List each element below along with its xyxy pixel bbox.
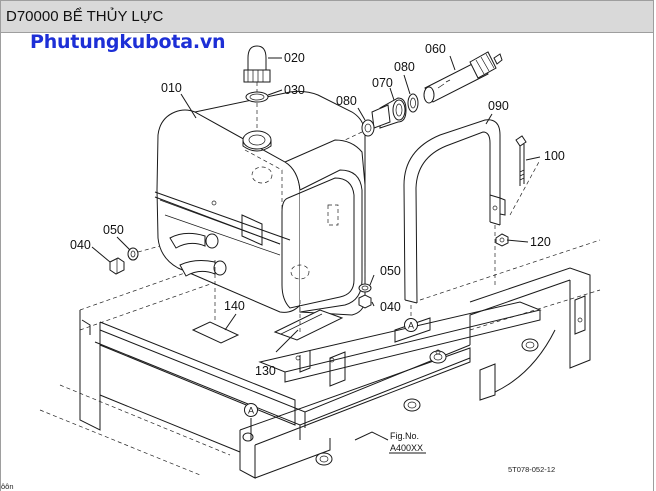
pad-130 (273, 309, 344, 341)
callout-040-right: 040 (380, 300, 401, 314)
callout-120: 120 (530, 235, 551, 249)
svg-text:A: A (248, 406, 254, 416)
plug-040-right (358, 294, 372, 309)
frame-assembly (39, 239, 601, 479)
svg-text:Fig.No.: Fig.No. (390, 431, 419, 441)
brand-watermark[interactable]: Phutungkubota.vn (30, 31, 226, 53)
diagram-frame (0, 33, 654, 491)
filler-cap (243, 45, 271, 130)
pad-140 (191, 321, 240, 344)
callout-030: 030 (284, 83, 305, 97)
callout-020: 020 (284, 51, 305, 65)
leader-lines (91, 55, 541, 441)
callout-010: 010 (161, 81, 182, 95)
callout-040-left: 040 (70, 238, 91, 252)
washer-050-right (358, 283, 372, 293)
callout-080-lower: 080 (336, 94, 357, 108)
tank-strap (403, 119, 541, 318)
nut-120 (495, 233, 509, 247)
svg-text:A400XX: A400XX (390, 443, 423, 453)
reference-a-upper: A (404, 318, 418, 332)
callout-140: 140 (224, 299, 245, 313)
callout-060: 060 (425, 42, 446, 56)
callout-050-left: 050 (103, 223, 124, 237)
bolt-100 (515, 135, 527, 186)
hydraulic-tank (154, 90, 366, 316)
callout-050-right: 050 (380, 264, 401, 278)
o-ring-080-upper (407, 93, 419, 113)
callout-100: 100 (544, 149, 565, 163)
washer-050-left (127, 247, 139, 261)
callout-090: 090 (488, 99, 509, 113)
header-bar: D70000 BỂ THỦY LỰC (0, 0, 654, 33)
corner-mark: ôôn (1, 482, 14, 491)
callout-070: 070 (372, 76, 393, 90)
callout-080-upper: 080 (394, 60, 415, 74)
reference-a-lower: A (244, 403, 258, 417)
o-ring-030 (245, 91, 269, 103)
o-ring-080-lower (361, 119, 375, 137)
callout-130: 130 (255, 364, 276, 378)
elbow-fitting (371, 97, 407, 129)
plug-040-left (109, 257, 125, 275)
figure-reference: Fig.No. A400XX (389, 431, 426, 454)
svg-text:A: A (408, 321, 414, 331)
page-title: D70000 BỂ THỦY LỰC (6, 8, 164, 25)
drawing-number: 5T078-052-12 (508, 465, 555, 474)
suction-pipe (423, 51, 503, 104)
